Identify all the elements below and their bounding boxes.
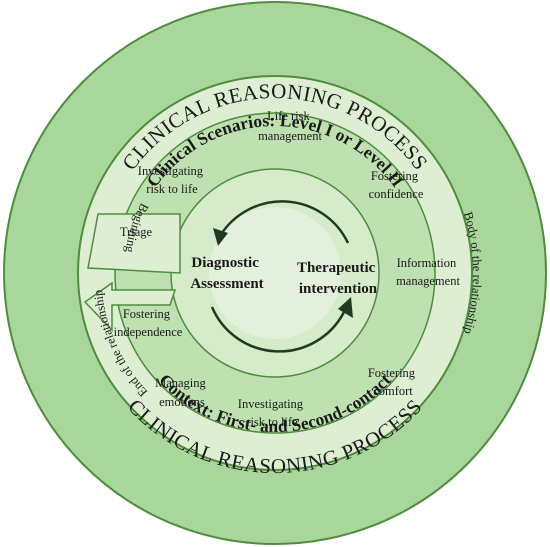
scenario-item-investigating-top: Investigating risk to life	[138, 164, 206, 196]
arrow-top-curve	[218, 200, 350, 244]
scenario-item-triage: Triage	[120, 225, 153, 239]
scenario-item-managing-emotions: Managing emotions	[155, 376, 209, 409]
flow-arrow-shape	[87, 213, 181, 274]
scenario-item-information-management: Information management	[396, 256, 460, 288]
core-diagnostic-assessment: Diagnostic Assessment	[190, 255, 263, 292]
scenario-item-fostering-comfort: Fostering comfort	[368, 366, 418, 398]
arrow-bottom-curve	[210, 306, 346, 353]
scenario-item-fostering-confidence: Fostering confidence	[369, 169, 424, 201]
scenario-item-life-risk: Life risk management	[258, 109, 322, 143]
return-arrow-shape	[83, 281, 177, 332]
core-therapeutic-intervention: Therapeutic intervention	[297, 260, 379, 297]
scenario-items: Life risk management Investigating risk …	[114, 109, 461, 429]
arrow-bottom-head	[338, 297, 353, 318]
core-circle	[209, 207, 341, 339]
scenario-item-fostering-independence: Fostering independence	[114, 307, 183, 339]
scenario-item-investigating-bottom: Investigating risk to life	[238, 397, 306, 429]
arrow-top-head	[213, 228, 228, 246]
